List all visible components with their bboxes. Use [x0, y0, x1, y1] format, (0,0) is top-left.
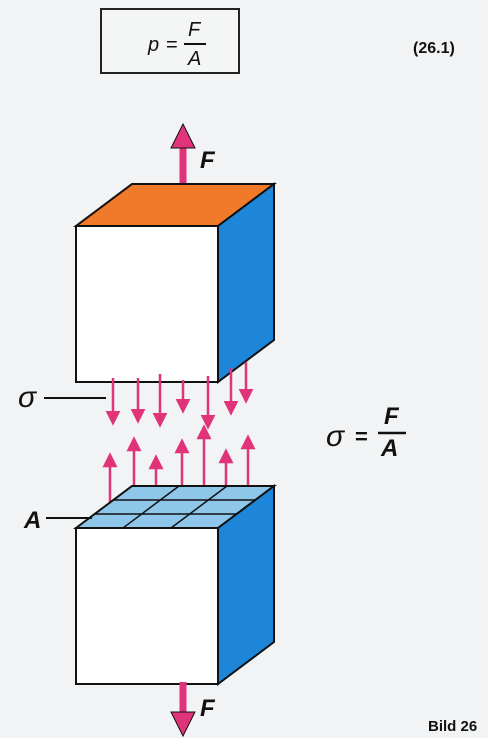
stress-formula: σ = F A — [326, 403, 406, 462]
force-label-bottom: F — [200, 695, 216, 722]
pressure-equals-sign: = — [166, 34, 178, 56]
pressure-symbol: p — [147, 34, 159, 56]
stress-numerator: F — [384, 403, 400, 430]
figure-label: Bild 26 — [428, 718, 478, 735]
stress-denominator: A — [380, 435, 398, 462]
sigma-label: σ — [18, 381, 38, 414]
lower-cube-front-face — [75, 527, 219, 685]
area-grid-lines — [94, 485, 255, 529]
force-label-top: F — [200, 147, 216, 174]
equation-number: (26.1) — [413, 40, 455, 57]
lower-cube — [73, 484, 277, 686]
pressure-denominator: A — [187, 48, 201, 70]
upper-cube — [73, 182, 277, 384]
upper-cube-front-face — [75, 225, 219, 383]
stress-equals-sign: = — [355, 424, 368, 449]
pressure-numerator: F — [188, 19, 202, 41]
stress-arrows-down — [105, 362, 254, 430]
stress-symbol: σ — [326, 420, 346, 453]
pressure-formula-box: p = F A — [100, 8, 240, 74]
area-label: A — [23, 507, 41, 534]
force-arrow-bottom — [170, 682, 196, 738]
pressure-formula: p = F A — [147, 19, 206, 70]
